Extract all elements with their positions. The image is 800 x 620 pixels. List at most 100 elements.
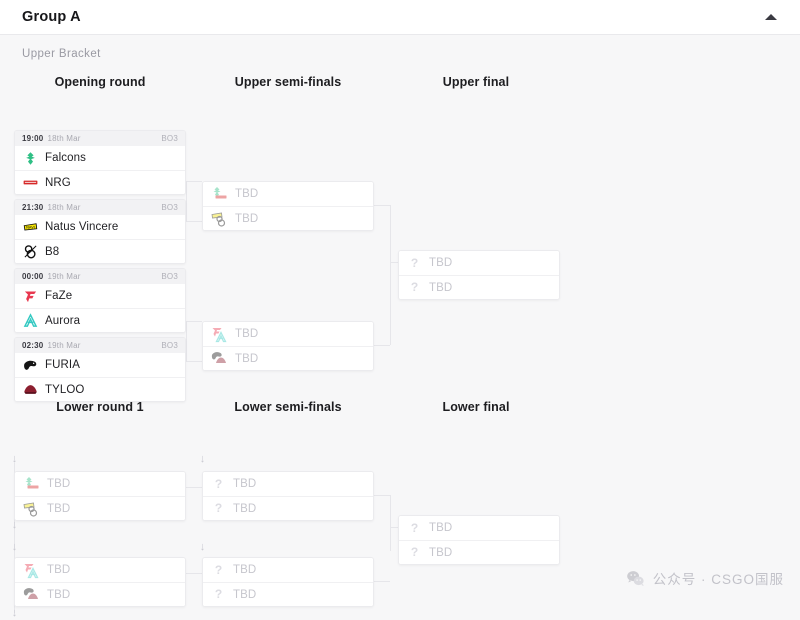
watermark-text: 公众号 · CSGO国服	[652, 572, 784, 587]
team-name: TBD	[233, 588, 257, 601]
question-mark-icon: ?	[410, 255, 419, 270]
team-row[interactable]: NAVI Natus Vincere	[15, 215, 185, 239]
match-format: BO3	[161, 341, 178, 350]
svg-text:NAVI: NAVI	[26, 225, 35, 229]
match-format: BO3	[161, 272, 178, 281]
team-row[interactable]: TBD	[15, 496, 185, 520]
match-time: 02:30	[22, 341, 44, 350]
team-name: TBD	[47, 564, 71, 576]
drop-arrow-icon: ↓	[11, 607, 18, 619]
furia-tyloo-pair-logo	[211, 350, 228, 367]
match-card[interactable]: TBD TBD	[14, 557, 186, 607]
team-row[interactable]: Falcons	[15, 146, 185, 170]
connector	[374, 495, 390, 496]
navi-b8-pair-logo	[211, 210, 228, 227]
team-name: FURIA	[45, 359, 80, 371]
team-row[interactable]: TBD	[15, 558, 185, 582]
round-title-lower-round1: Lower round 1	[56, 400, 144, 414]
match-card[interactable]: 02:30 19th Mar BO3 FURIA TYLOO	[14, 337, 186, 402]
match-format: BO3	[161, 203, 178, 212]
match-date: 18th Mar	[47, 203, 81, 212]
match-meta: 19:00 18th Mar BO3	[15, 131, 185, 146]
navi-logo: NAVI	[23, 220, 38, 235]
match-card[interactable]: TBD TBD	[202, 181, 374, 231]
upper-bracket-label: Upper Bracket	[22, 48, 101, 60]
team-name: TBD	[233, 502, 257, 515]
group-header: Group A	[0, 0, 800, 35]
falcons-logo	[23, 151, 38, 166]
match-meta: 21:30 18th Mar BO3	[15, 200, 185, 215]
connector	[186, 221, 202, 222]
team-name: TYLOO	[45, 383, 85, 396]
connector	[186, 321, 187, 361]
match-card[interactable]: 21:30 18th Mar BO3 NAVI Natus Vincere B8	[14, 199, 186, 264]
team-name: TBD	[235, 328, 259, 340]
team-row[interactable]: TBD	[203, 322, 373, 346]
collapse-group-button[interactable]	[760, 6, 782, 28]
faze-aurora-pair-logo	[23, 562, 40, 579]
team-name: TBD	[235, 188, 259, 200]
team-row[interactable]: ? TBD	[399, 251, 559, 275]
team-row[interactable]: B8	[15, 239, 185, 263]
connector	[390, 527, 400, 528]
aurora-logo	[23, 313, 38, 328]
team-row[interactable]: ? TBD	[399, 516, 559, 540]
team-name: Falcons	[45, 152, 86, 164]
falcons-nrg-pair-logo	[211, 186, 228, 203]
team-row[interactable]: TBD	[203, 182, 373, 206]
team-row[interactable]: ? TBD	[399, 540, 559, 564]
match-card[interactable]: 00:00 19th Mar BO3 FaZe Aurora	[14, 268, 186, 333]
team-row[interactable]: TBD	[203, 206, 373, 230]
team-row[interactable]: ? TBD	[399, 275, 559, 299]
team-row[interactable]: NRG	[15, 170, 185, 194]
team-row[interactable]: TYLOO	[15, 377, 185, 401]
question-mark-icon: ?	[214, 501, 223, 515]
team-row[interactable]: FURIA	[15, 353, 185, 377]
team-row[interactable]: TBD	[15, 582, 185, 606]
team-row[interactable]: ? TBD	[203, 472, 373, 496]
team-row[interactable]: FaZe	[15, 284, 185, 308]
team-name: Aurora	[45, 314, 81, 327]
connector	[186, 487, 202, 488]
drop-arrow-icon: ↓	[199, 453, 206, 465]
match-card[interactable]: TBD TBD	[202, 321, 374, 371]
match-time: 21:30	[22, 203, 44, 212]
drop-arrow-icon: ↓	[11, 519, 18, 531]
match-meta: 02:30 19th Mar BO3	[15, 338, 185, 353]
match-card[interactable]: ? TBD ? TBD	[398, 515, 560, 565]
question-mark-icon: ?	[214, 476, 223, 491]
connector	[186, 361, 202, 362]
connector	[374, 205, 390, 206]
nrg-logo	[23, 175, 38, 190]
match-meta: 00:00 19th Mar BO3	[15, 269, 185, 284]
match-card[interactable]: 19:00 18th Mar BO3 Falcons NRG	[14, 130, 186, 195]
match-time: 00:00	[22, 272, 44, 281]
match-card[interactable]: TBD TBD	[14, 471, 186, 521]
question-mark-icon: ?	[410, 520, 419, 535]
question-mark-icon: ?	[410, 545, 419, 559]
team-row[interactable]: ? TBD	[203, 582, 373, 606]
round-title-lower-final: Lower final	[442, 400, 510, 414]
team-row[interactable]: TBD	[203, 346, 373, 370]
furia-logo	[23, 358, 38, 373]
round-title-opening: Opening round	[54, 75, 146, 89]
connector	[390, 495, 391, 551]
team-row[interactable]: ? TBD	[203, 558, 373, 582]
match-card[interactable]: ? TBD ? TBD	[398, 250, 560, 300]
team-row[interactable]: Aurora	[15, 308, 185, 332]
team-name: TBD	[47, 502, 71, 515]
team-name: TBD	[47, 478, 71, 490]
drop-arrow-icon: ↓	[11, 541, 18, 553]
drop-arrow-icon: ↓	[199, 541, 206, 553]
team-name: TBD	[47, 588, 71, 601]
match-card[interactable]: ? TBD ? TBD	[202, 471, 374, 521]
team-name: TBD	[429, 257, 453, 269]
team-row[interactable]: ? TBD	[203, 496, 373, 520]
team-name: FaZe	[45, 290, 73, 302]
navi-b8-pair-logo	[23, 500, 40, 517]
team-name: B8	[45, 245, 60, 258]
team-name: TBD	[429, 281, 453, 294]
tyloo-logo	[23, 382, 38, 397]
page-title: Group A	[22, 9, 81, 25]
team-row[interactable]: TBD	[15, 472, 185, 496]
